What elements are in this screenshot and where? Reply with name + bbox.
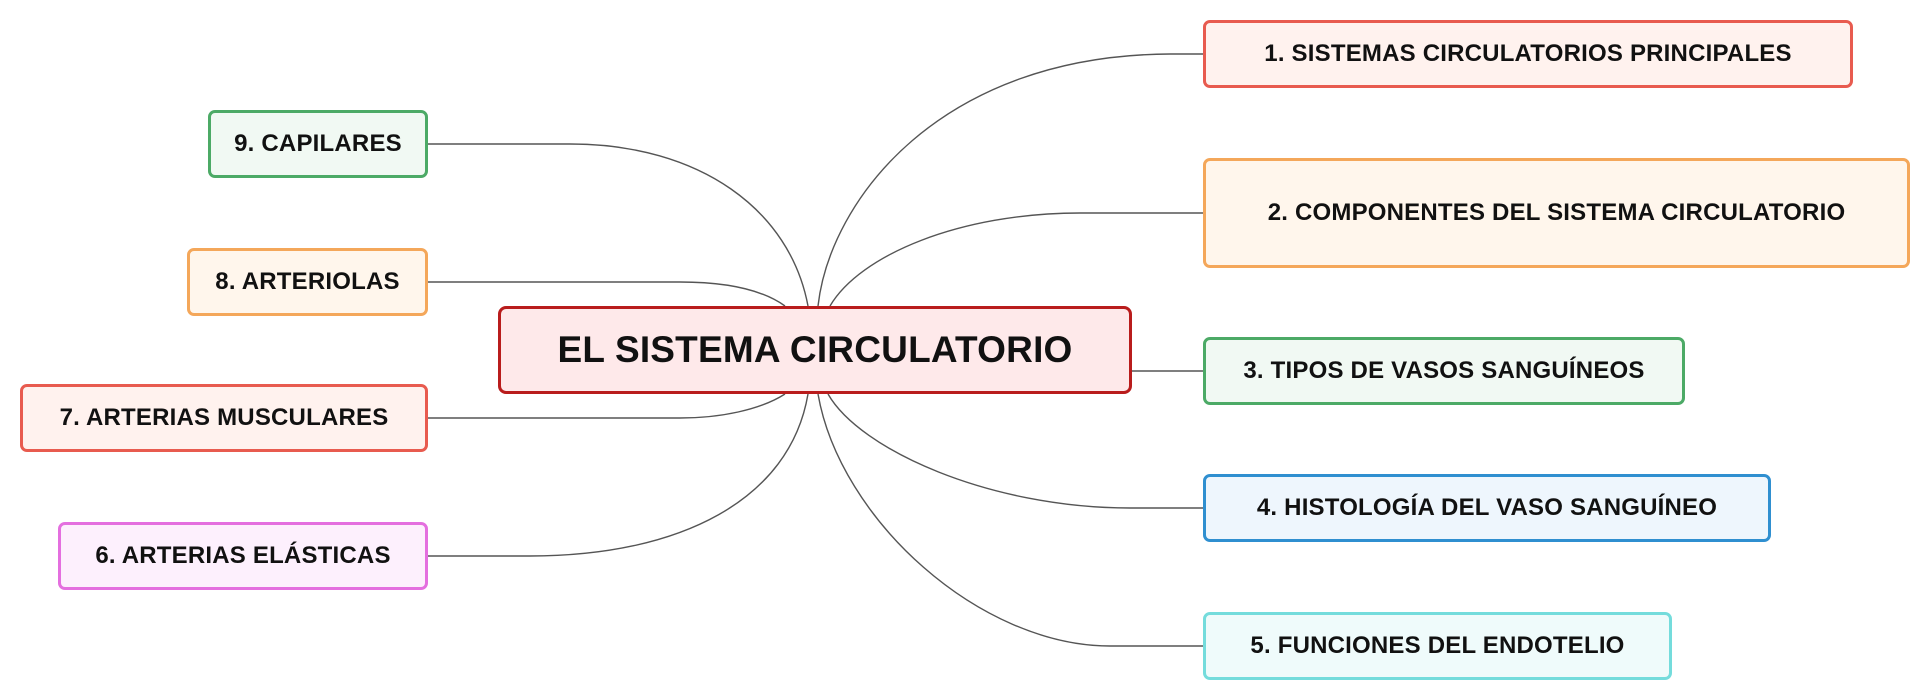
connector-root-n6 [428, 393, 809, 557]
topic-label: 2. COMPONENTES DEL SISTEMA CIRCULATORIO [1267, 199, 1846, 226]
connector-root-n2 [829, 212, 1203, 307]
connector-root-n7 [428, 393, 786, 419]
central-topic[interactable]: EL SISTEMA CIRCULATORIO [498, 306, 1132, 394]
topic-arteriolas[interactable]: 8. ARTERIOLAS [187, 248, 428, 316]
topic-tipos-de-vasos-sanguineos[interactable]: 3. TIPOS DE VASOS SANGUÍNEOS [1203, 337, 1685, 405]
topic-label: 3. TIPOS DE VASOS SANGUÍNEOS [1243, 357, 1645, 384]
topic-label: 5. FUNCIONES DEL ENDOTELIO [1250, 632, 1625, 659]
connector-root-n1 [817, 53, 1203, 307]
topic-label: 8. ARTERIOLAS [215, 268, 400, 295]
connector-root-n4 [827, 393, 1203, 509]
topic-label: 7. ARTERIAS MUSCULARES [59, 404, 389, 431]
topic-componentes-del-sistema-circulatorio[interactable]: 2. COMPONENTES DEL SISTEMA CIRCULATORIO [1203, 158, 1910, 268]
topic-label: 4. HISTOLOGÍA DEL VASO SANGUÍNEO [1256, 494, 1718, 521]
connector-root-n9 [428, 143, 809, 307]
central-topic-label: EL SISTEMA CIRCULATORIO [557, 329, 1073, 370]
topic-label: 1. SISTEMAS CIRCULATORIOS PRINCIPALES [1264, 40, 1792, 67]
topic-arterias-musculares[interactable]: 7. ARTERIAS MUSCULARES [20, 384, 428, 452]
topic-sistemas-circulatorios-principales[interactable]: 1. SISTEMAS CIRCULATORIOS PRINCIPALES [1203, 20, 1853, 88]
connector-root-n5 [817, 393, 1203, 647]
topic-funciones-del-endotelio[interactable]: 5. FUNCIONES DEL ENDOTELIO [1203, 612, 1672, 680]
topic-arterias-elasticas[interactable]: 6. ARTERIAS ELÁSTICAS [58, 522, 428, 590]
topic-capilares[interactable]: 9. CAPILARES [208, 110, 428, 178]
topic-label: 9. CAPILARES [234, 130, 402, 157]
topic-label: 6. ARTERIAS ELÁSTICAS [95, 542, 391, 569]
topic-histologia-del-vaso-sanguineo[interactable]: 4. HISTOLOGÍA DEL VASO SANGUÍNEO [1203, 474, 1771, 542]
connector-root-n8 [428, 281, 786, 307]
